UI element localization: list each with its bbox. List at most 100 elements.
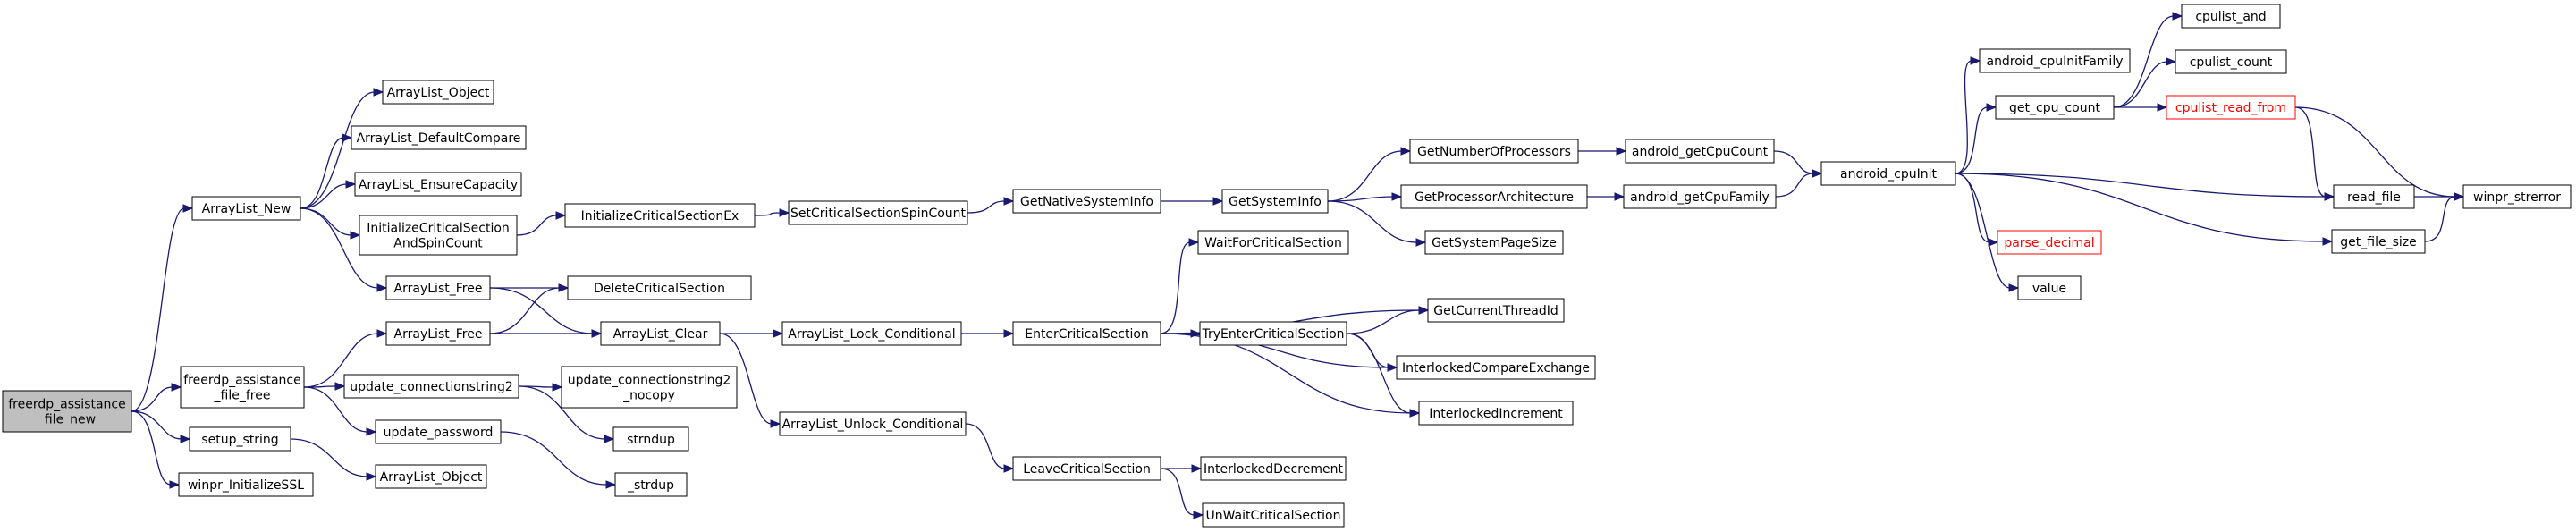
edge-trycs-curthread — [1346, 309, 1421, 334]
node-strerror[interactable]: winpr_strerror — [2462, 184, 2572, 209]
node-label: SetCriticalSectionSpinCount — [790, 207, 967, 221]
arrowhead — [1616, 147, 1627, 156]
edge-sysinfo-pgsz — [1327, 200, 1418, 243]
node-idec[interactable]: InterlockedDecrement — [1200, 456, 1347, 481]
node-label: update_password — [384, 426, 494, 440]
node-box — [788, 200, 968, 225]
node-label: freerdp_assistance — [183, 374, 301, 388]
node-setstr[interactable]: setup_string — [189, 426, 291, 452]
node-box — [191, 196, 301, 221]
node-box — [1623, 184, 1777, 209]
node-label: android_cpuInit — [1840, 167, 1937, 182]
node-label: InitializeCriticalSection — [367, 222, 510, 236]
node-unwait[interactable]: UnWaitCriticalSection — [1202, 502, 1345, 528]
node-box — [2333, 184, 2415, 209]
node-alobj1[interactable]: ArrayList_Object — [382, 80, 494, 105]
node-label: android_getCpuFamily — [1630, 190, 1769, 205]
edge-leavecs-unwait — [1160, 468, 1195, 516]
node-label: WaitForCriticalSection — [1204, 236, 1342, 250]
arrowhead — [1986, 103, 1997, 112]
node-iinc[interactable]: InterlockedIncrement — [1418, 401, 1574, 426]
node-alfree1[interactable]: ArrayList_Free — [385, 275, 491, 300]
node-trycs[interactable]: TryEnterCriticalSection — [1199, 321, 1347, 346]
node-acpufam[interactable]: android_getCpuFamily — [1623, 184, 1777, 209]
node-alcap[interactable]: ArrayList_EnsureCapacity — [354, 172, 522, 197]
node-nproc[interactable]: GetNumberOfProcessors — [1409, 139, 1579, 164]
node-getcpucount[interactable]: get_cpu_count — [1995, 95, 2115, 120]
node-value[interactable]: value — [2017, 275, 2082, 300]
edge-alclear-alunlock — [719, 333, 773, 425]
node-label: cpulist_read_from — [2175, 101, 2286, 115]
node-box — [178, 472, 314, 497]
node-box — [781, 321, 962, 346]
node-label: winpr_InitializeSSL — [188, 478, 304, 493]
arrowhead — [342, 133, 353, 142]
edge-alfree2-delcs — [489, 287, 561, 334]
node-icmpx[interactable]: InterlockedCompareExchange — [1396, 355, 1596, 380]
arrowhead — [604, 435, 615, 443]
node-strdup[interactable]: _strdup — [614, 472, 688, 497]
node-box — [1400, 184, 1588, 209]
node-updpw[interactable]: update_password — [375, 419, 502, 444]
node-delcs[interactable]: DeleteCriticalSection — [567, 275, 752, 300]
node-box — [2181, 4, 2281, 29]
arrowhead — [1003, 329, 1015, 338]
arrowhead — [1191, 464, 1203, 473]
node-updcs2n[interactable]: update_connectionstring2_nocopy — [561, 366, 738, 409]
node-sysinfo[interactable]: GetSystemInfo — [1221, 189, 1329, 214]
node-strndup[interactable]: strndup — [612, 426, 689, 452]
node-updcs2[interactable]: update_connectionstring2 — [343, 374, 519, 399]
node-filesize[interactable]: get_file_size — [2331, 229, 2426, 254]
node-entercs[interactable]: EnterCriticalSection — [1012, 321, 1161, 346]
node-cpucount[interactable]: cpulist_count — [2175, 49, 2287, 74]
arrowhead — [1970, 56, 1981, 65]
node-alobj2[interactable]: ArrayList_Object — [375, 464, 487, 489]
node-winssl[interactable]: winpr_InitializeSSL — [178, 472, 314, 497]
node-label: get_file_size — [2340, 235, 2416, 249]
edge-acpufam-acpuinit — [1775, 173, 1814, 198]
node-box — [385, 321, 491, 346]
edge-getcpucount-cpucount — [2113, 61, 2168, 108]
node-acpuinitfam[interactable]: android_cpuInitFamily — [1979, 48, 2131, 73]
node-leavecs[interactable]: LeaveCriticalSection — [1012, 456, 1161, 481]
node-label: android_getCpuCount — [1632, 145, 1769, 159]
node-cpuand[interactable]: cpulist_and — [2181, 4, 2281, 29]
node-label: _file_new — [38, 413, 96, 427]
node-acpucount[interactable]: android_getCpuCount — [1625, 139, 1775, 164]
arrowhead — [2324, 192, 2335, 201]
node-box — [564, 203, 756, 228]
node-curthread[interactable]: GetCurrentThreadId — [1427, 298, 1565, 323]
node-label: AndSpinCount — [393, 237, 483, 251]
node-parsedec[interactable]: parse_decimal — [1997, 230, 2102, 255]
edge-getcpucount-cpuand — [2113, 15, 2175, 108]
node-label: ArrayList_Free — [394, 282, 483, 296]
node-fffree[interactable]: freerdp_assistance_file_free — [180, 366, 305, 409]
node-parch[interactable]: GetProcessorArchitecture — [1400, 184, 1588, 209]
arrowhead — [1003, 464, 1015, 473]
node-pgsz[interactable]: GetSystemPageSize — [1424, 230, 1564, 255]
node-alunlock[interactable]: ArrayList_Unlock_Conditional — [779, 411, 967, 436]
arrowhead — [1409, 409, 1421, 418]
node-label: InterlockedDecrement — [1204, 462, 1343, 477]
node-label: android_cpuInitFamily — [1986, 55, 2123, 69]
node-allock[interactable]: ArrayList_Lock_Conditional — [781, 321, 962, 346]
node-acpuinit[interactable]: android_cpuInit — [1820, 161, 1956, 186]
node-waitcs[interactable]: WaitForCriticalSection — [1197, 230, 1349, 255]
node-alfree2[interactable]: ArrayList_Free — [385, 321, 491, 346]
node-readfile[interactable]: read_file — [2333, 184, 2415, 209]
node-box — [567, 275, 752, 300]
node-aldef[interactable]: ArrayList_DefaultCompare — [351, 125, 527, 150]
call-graph-nodes: freerdp_assistance_file_newArrayList_New… — [2, 4, 2572, 528]
node-initcsex[interactable]: InitializeCriticalSectionEx — [564, 203, 756, 228]
edge-sysinfo-nproc — [1327, 150, 1403, 202]
node-native[interactable]: GetNativeSystemInfo — [1012, 189, 1161, 214]
node-alclear[interactable]: ArrayList_Clear — [600, 321, 721, 346]
node-box — [1012, 321, 1161, 346]
node-root[interactable]: freerdp_assistance_file_new — [2, 390, 132, 433]
node-alnew[interactable]: ArrayList_New — [191, 196, 301, 221]
node-box — [1202, 502, 1345, 528]
node-setcs[interactable]: SetCriticalSectionSpinCount — [788, 200, 968, 225]
arrowhead — [366, 472, 377, 481]
node-cpuread[interactable]: cpulist_read_from — [2166, 95, 2296, 120]
